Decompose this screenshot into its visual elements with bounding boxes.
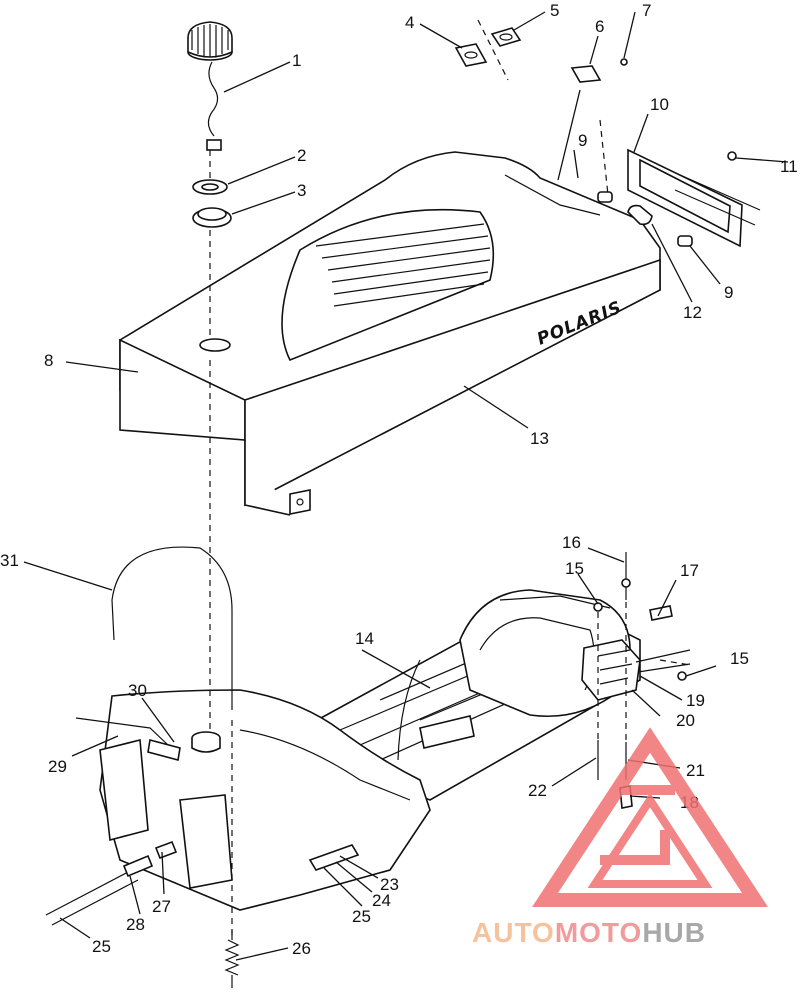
callout-9-lower: 9 — [724, 283, 733, 302]
clip-plate-6 — [570, 65, 602, 83]
callout-16: 16 — [562, 533, 581, 552]
taillight-housing — [627, 148, 761, 248]
clip-plate-4 — [454, 43, 488, 67]
callout-23: 23 — [380, 875, 399, 894]
callout-14: 14 — [355, 629, 374, 648]
watermark-auto: AUTO — [472, 917, 555, 948]
callout-2: 2 — [297, 146, 306, 165]
callout-30: 30 — [128, 681, 147, 700]
watermark-moto: MOTO — [555, 917, 642, 948]
clip-plate-5 — [477, 19, 522, 81]
spring-26 — [224, 930, 240, 988]
grommet-9b — [677, 235, 693, 247]
watermark-logo-icon — [532, 727, 768, 907]
grommet-9a — [597, 191, 613, 203]
screw-11 — [727, 151, 737, 161]
callout-7: 7 — [642, 1, 651, 20]
fuel-cap — [187, 21, 233, 151]
callout-21: 21 — [686, 761, 705, 780]
callout-17: 17 — [680, 561, 699, 580]
callout-8: 8 — [44, 351, 53, 370]
gasket-washer — [192, 179, 228, 195]
callout-3: 3 — [297, 181, 306, 200]
callout-13: 13 — [530, 429, 549, 448]
screw-7 — [620, 58, 628, 66]
callout-19: 19 — [686, 691, 705, 710]
center-lines — [209, 119, 691, 940]
fuel-line — [45, 717, 181, 926]
callout-11: 11 — [780, 157, 798, 176]
callout-29: 29 — [48, 757, 67, 776]
fuel-tank — [99, 689, 431, 911]
vent-hose-31 — [111, 546, 233, 710]
callout-10: 10 — [650, 95, 669, 114]
callout-25-right: 25 — [352, 907, 371, 926]
seat-assembly: POLARIS — [119, 151, 661, 516]
callout-26: 26 — [292, 939, 311, 958]
watermark-text: AUTOMOTOHUB — [472, 917, 706, 948]
callout-31: 31 — [0, 551, 19, 570]
hose-14 — [397, 659, 421, 761]
callout-numbers: 1 2 3 4 5 6 7 8 9 9 10 11 12 13 14 15 15… — [0, 1, 798, 958]
callout-5: 5 — [550, 1, 559, 20]
watermark: AUTOMOTOHUB — [472, 727, 768, 948]
callout-12: 12 — [683, 303, 702, 322]
bulb-12 — [627, 204, 653, 226]
callout-6: 6 — [595, 17, 604, 36]
callout-25-left: 25 — [92, 937, 111, 956]
callout-24: 24 — [372, 891, 391, 910]
callout-9-upper: 9 — [578, 131, 587, 150]
leader-lines — [23, 11, 789, 961]
callout-28: 28 — [126, 915, 145, 934]
callout-20: 20 — [676, 711, 695, 730]
callout-15-right: 15 — [730, 649, 749, 668]
callout-15-left: 15 — [565, 559, 584, 578]
callout-1: 1 — [292, 51, 301, 70]
watermark-hub: HUB — [642, 917, 706, 948]
filler-grommet — [192, 207, 232, 228]
callout-22: 22 — [528, 781, 547, 800]
callout-27: 27 — [152, 897, 171, 916]
callout-4: 4 — [405, 13, 414, 32]
